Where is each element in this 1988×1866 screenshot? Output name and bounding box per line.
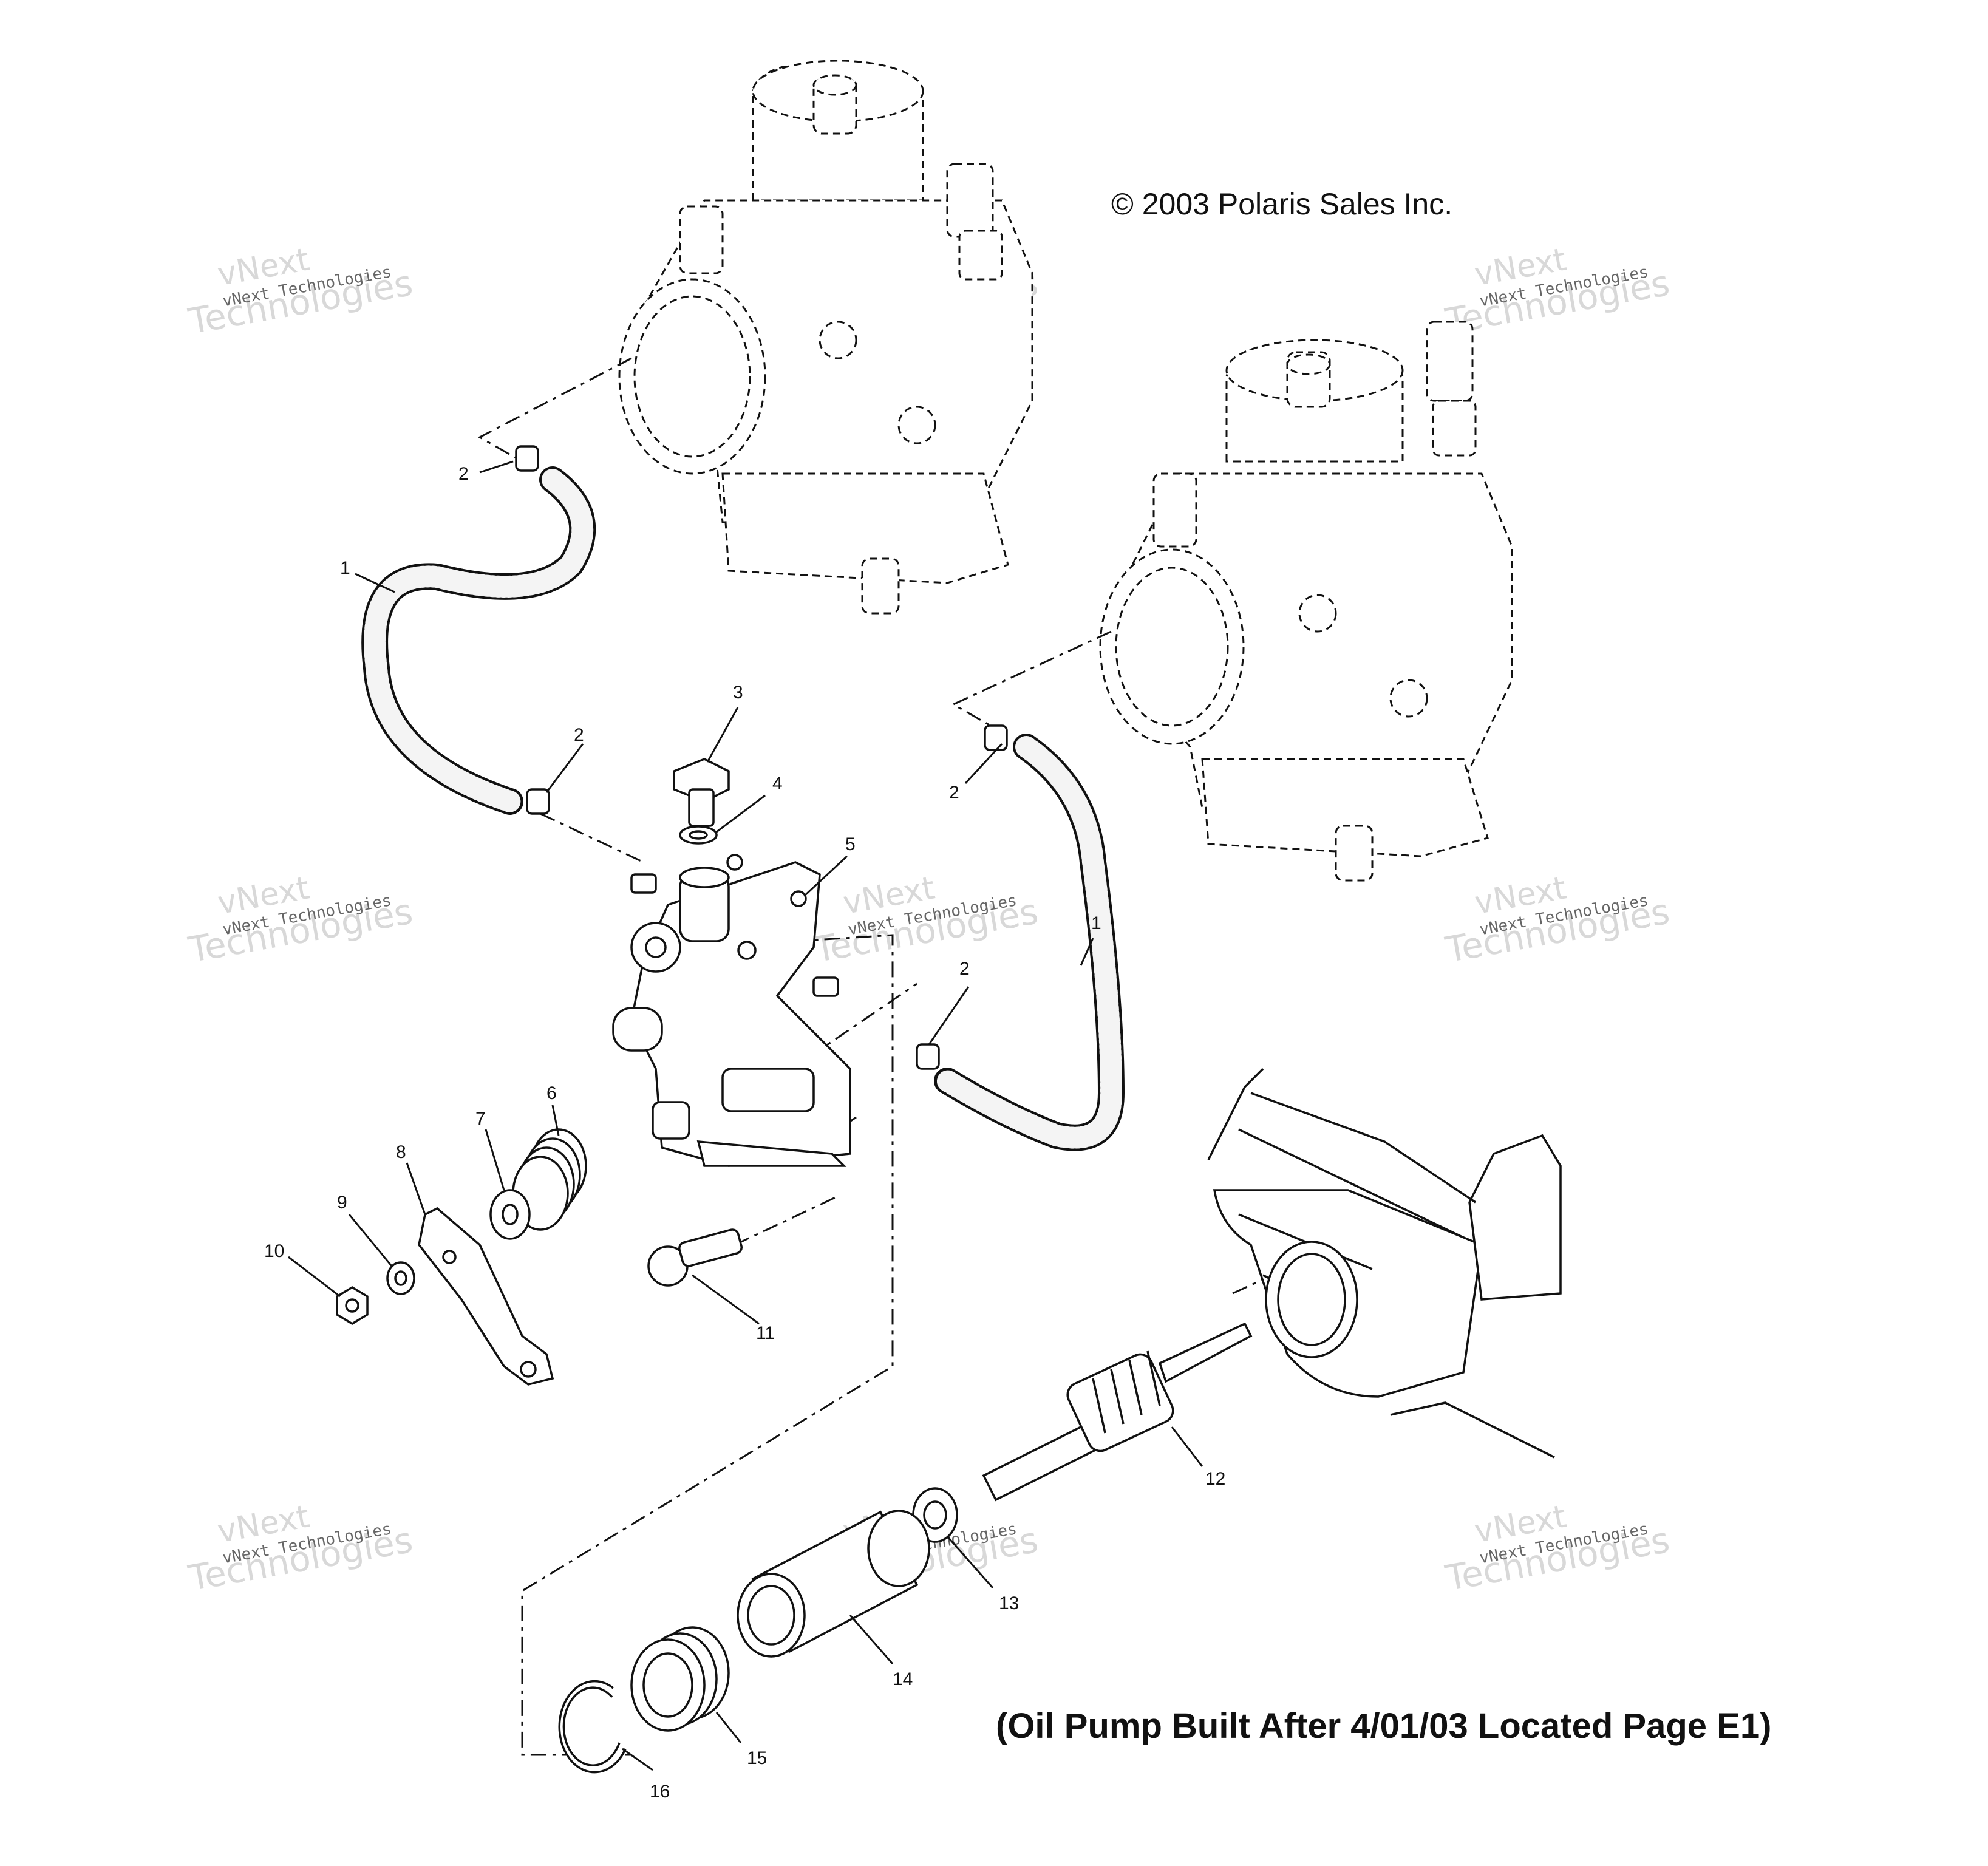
watermark-top-left: vNext Technologies vNext Technologies bbox=[185, 242, 416, 342]
watermark-bottom-left: vNext Technologies vNext Technologies bbox=[185, 1499, 416, 1599]
callout-2a: 2 bbox=[458, 464, 469, 484]
hose-clamp-b bbox=[526, 788, 550, 815]
oil-hose-1 bbox=[361, 466, 596, 815]
callout-13: 13 bbox=[999, 1593, 1019, 1613]
oil-seal bbox=[630, 1626, 730, 1732]
carburetor-upper bbox=[618, 60, 1033, 615]
oil-pump-note: (Oil Pump Built After 4/01/03 Located Pa… bbox=[996, 1706, 1771, 1746]
callout-3: 3 bbox=[733, 683, 743, 703]
callout-9: 9 bbox=[337, 1193, 347, 1213]
engine-case bbox=[1207, 1068, 1562, 1459]
sealing-washer bbox=[679, 825, 718, 845]
watermark-mid-center: vNext Technologies vNext Technologies bbox=[811, 870, 1041, 971]
callout-14: 14 bbox=[893, 1669, 913, 1689]
drive-gear-shaft bbox=[982, 1322, 1253, 1502]
flat-washer bbox=[489, 1189, 531, 1240]
callout-11: 11 bbox=[756, 1323, 775, 1343]
callout-8: 8 bbox=[396, 1142, 406, 1162]
callout-2b: 2 bbox=[574, 725, 584, 745]
oil-pump-body bbox=[612, 854, 851, 1167]
callout-5: 5 bbox=[845, 834, 856, 854]
oil-hose-2 bbox=[934, 734, 1125, 1151]
hex-nut bbox=[336, 1285, 369, 1326]
lock-washer bbox=[386, 1261, 415, 1295]
callout-1a: 1 bbox=[340, 558, 350, 578]
carburetor-lower bbox=[1099, 321, 1513, 882]
watermark-bottom-right: vNext Technologies vNext Technologies bbox=[1442, 1499, 1673, 1599]
callout-6: 6 bbox=[546, 1083, 557, 1103]
copyright-text: © 2003 Polaris Sales Inc. bbox=[1111, 187, 1452, 221]
hose-clamp-a bbox=[515, 445, 539, 472]
callout-2d: 2 bbox=[959, 959, 970, 979]
callout-15: 15 bbox=[747, 1748, 767, 1768]
hose-clamp-c bbox=[984, 724, 1008, 751]
watermark-mid-right: vNext Technologies vNext Technologies bbox=[1442, 870, 1673, 971]
callout-2c: 2 bbox=[949, 783, 959, 803]
assembly-lines bbox=[477, 357, 1300, 1756]
watermark-mid-left: vNext Technologies vNext Technologies bbox=[185, 870, 416, 971]
callout-16: 16 bbox=[650, 1782, 670, 1802]
callout-7: 7 bbox=[475, 1109, 486, 1129]
callout-1b: 1 bbox=[1091, 913, 1101, 933]
pump-lever bbox=[418, 1207, 554, 1386]
banjo-bolt bbox=[673, 758, 730, 827]
callout-12: 12 bbox=[1205, 1469, 1225, 1489]
callout-4: 4 bbox=[772, 774, 783, 794]
callout-labels: 2 1 2 3 4 5 2 1 2 6 7 8 9 10 11 12 13 14… bbox=[264, 464, 1225, 1802]
hose-clamp-d bbox=[916, 1043, 940, 1070]
callout-10: 10 bbox=[264, 1241, 284, 1261]
shaft-bushing bbox=[737, 1510, 930, 1658]
mounting-screw bbox=[647, 1228, 743, 1287]
leader-lines bbox=[288, 460, 1203, 1771]
snap-ring bbox=[558, 1680, 627, 1774]
